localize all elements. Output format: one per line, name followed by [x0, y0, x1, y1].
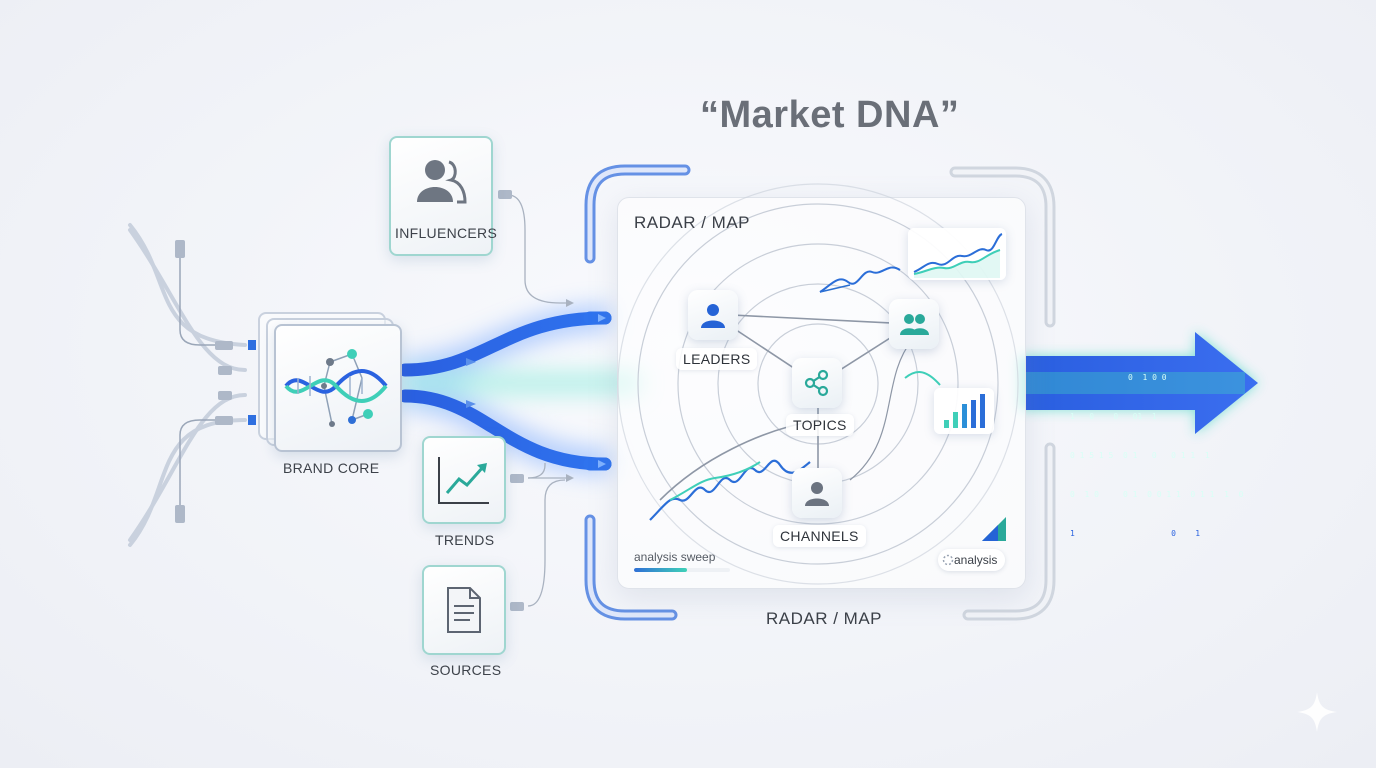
- brand-logo-icon: [982, 517, 1006, 541]
- channels-node[interactable]: [792, 468, 842, 518]
- dna-network-icon: [284, 349, 388, 427]
- bit-row: 0 1 0 0: [1128, 373, 1167, 382]
- share-icon: [804, 369, 829, 397]
- leaders-label: LEADERS: [676, 348, 758, 370]
- influencers-label: INFLUENCERS: [395, 225, 498, 241]
- topics-node[interactable]: [792, 358, 842, 408]
- spinner-icon: [942, 554, 954, 566]
- bit-row: 0 1 0 0 1 0 0 1 1 0 1 1 1 0: [1070, 490, 1244, 499]
- sweep-label: analysis sweep: [634, 550, 716, 564]
- panel-frame: [584, 164, 1056, 621]
- user-icon: [701, 304, 725, 328]
- sweep-progress: [634, 568, 730, 572]
- channels-label: CHANNELS: [773, 525, 866, 547]
- trend-chart-icon: [438, 457, 489, 504]
- output-arrow: [1020, 332, 1258, 434]
- influencer-icon: [417, 160, 467, 204]
- sparkle-icon: [1297, 692, 1337, 732]
- trends-node[interactable]: [422, 436, 506, 524]
- analysis-status[interactable]: analysis: [938, 549, 1006, 571]
- diagram-title: “Market DNA”: [700, 94, 960, 136]
- connector-lines: [507, 194, 572, 607]
- output-data-stream: 0 1 0 0 1 0 0 01 1 0 1 5 1 5 0 1 0 0 1 1…: [1070, 345, 1244, 566]
- audience-node[interactable]: [889, 299, 939, 349]
- analysis-label: analysis: [954, 553, 998, 567]
- side-plugs: [498, 190, 524, 611]
- input-plugs: [175, 240, 233, 523]
- topics-label: TOPICS: [786, 414, 854, 436]
- panel-footer-label: RADAR / MAP: [766, 609, 883, 628]
- trends-label: TRENDS: [435, 532, 495, 548]
- sources-label: SOURCES: [430, 662, 502, 678]
- bar-chart-icon: [944, 394, 985, 428]
- bar-mini-card: [934, 388, 994, 434]
- person-icon: [805, 482, 829, 506]
- document-icon: [447, 587, 481, 633]
- leaders-node[interactable]: [688, 290, 738, 340]
- bit-row: 1 0 0 01 1: [1070, 412, 1157, 421]
- input-pipes: [128, 223, 247, 547]
- trend-mini-card: [908, 228, 1006, 280]
- sweep-progress-fill: [634, 568, 687, 572]
- bit-row: 0 1 5 1 5 0 1 0 0 1 1 1: [1070, 451, 1210, 460]
- users-icon: [900, 314, 929, 335]
- brand-core-label: BRAND CORE: [283, 460, 380, 476]
- trend-sparkline-icon: [913, 233, 1003, 278]
- panel-title: RADAR / MAP: [634, 213, 751, 232]
- influencers-node[interactable]: [389, 136, 493, 256]
- brand-core-node[interactable]: [258, 312, 408, 452]
- bit-row: 1 0 1: [1070, 529, 1201, 538]
- sources-node[interactable]: [422, 565, 506, 655]
- left-connectors: [248, 340, 256, 425]
